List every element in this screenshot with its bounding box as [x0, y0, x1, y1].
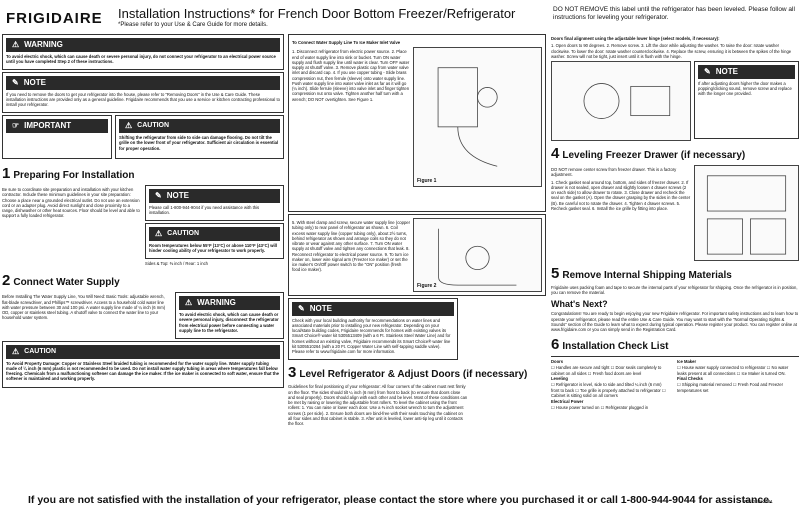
steps-5-9-box: 5. With steel clamp and screw, secure wa… [288, 214, 546, 296]
hinge-steps: 1. Open doors to 90 degrees. 2. Remove s… [551, 43, 792, 59]
warning-icon: ⚠ [12, 40, 20, 49]
page-subtitle: *Please refer to your Use & Care Guide f… [118, 22, 268, 28]
warning-label: WARNING [24, 40, 63, 49]
section-4-steps: 1. Check gasket seal around top, bottom,… [551, 179, 691, 211]
check-final-heading: Final Checks [677, 376, 703, 382]
water-connection-steps: 1. Disconnect refrigerator from electric… [292, 49, 410, 102]
warning-bar: ⚠ WARNING [6, 38, 280, 52]
section-2-body: Before Installing The Water Supply Line,… [2, 292, 284, 341]
note-box: ✎NOTE If you need to remove the doors to… [2, 72, 284, 114]
figure-2-label: Figure 2 [417, 283, 437, 289]
check-leveling-heading: Leveling [551, 376, 568, 382]
brand-logo: FRIGIDAIRE [6, 10, 103, 27]
water-connection-heading: To Connect Water Supply Line To Ice Make… [292, 40, 401, 45]
check-doors-items[interactable]: ☐ Handles are secure and tight ☐ Door se… [551, 364, 662, 376]
section-2-caution: ⚠CAUTION To Avoid Property Damage: Coppe… [2, 341, 284, 388]
caution-icon: ⚠ [125, 121, 133, 131]
hinge-illustration [583, 83, 671, 119]
footer-assistance-text: If you are not satisfied with the instal… [28, 494, 772, 506]
water-connection-box: To Connect Water Supply Line To Ice Make… [288, 34, 546, 212]
important-text [6, 133, 108, 155]
section-1-note: ✎NOTE Please call 1-800-944-9044 if you … [145, 185, 284, 222]
caution-icon: ⚠ [12, 347, 20, 357]
whats-next-text: Congratulations! You are ready to begin … [551, 311, 799, 333]
warning-box: ⚠ WARNING To avoid electric shock, which … [2, 34, 284, 71]
column-middle: To Connect Water Supply Line To Ice Make… [288, 34, 546, 488]
level-label-note: DO NOT REMOVE this label until the refri… [553, 6, 795, 22]
section-1-caution: ⚠CAUTION Room temperatures below 55°F (1… [145, 223, 284, 260]
note-text: If you need to remove the doors to get y… [6, 91, 280, 108]
section-1-text: Be sure to coordinate site preparation a… [2, 187, 140, 219]
caution-text: Shifting the refrigerator from side to s… [119, 135, 279, 151]
figure-2: Figure 2 [413, 218, 542, 292]
note-bar: ✎NOTE [6, 76, 280, 90]
check-final-items[interactable]: ☐ Shipping material removed ☐ Fresh Food… [677, 381, 783, 393]
valve-illustration [437, 67, 498, 167]
section-3-text: Guidelines for final positioning of your… [288, 384, 468, 427]
hinge-row: ✎NOTE If after adjusting doors higher th… [551, 61, 799, 141]
important-caution-row: ☞IMPORTANT ⚠CAUTION Shifting the refrige… [2, 115, 284, 161]
water-steps-continued: 5. With steel clamp and screw, secure wa… [292, 220, 411, 273]
page-title: Installation Instructions* for French Do… [118, 6, 516, 21]
important-bar: ☞IMPORTANT [6, 119, 108, 134]
section-4-body: DO NOT remove center screw from freezer … [551, 165, 799, 261]
section-5-text: Frigidaire uses packing foam and tape to… [551, 285, 798, 296]
section-4-note: DO NOT remove center screw from freezer … [551, 167, 677, 178]
check-electrical-heading: Electrical Power [551, 399, 584, 404]
hinge-note: ✎NOTE If after adjusting doors higher th… [694, 61, 799, 139]
section-2-text: Before Installing The Water Supply Line,… [2, 294, 166, 321]
figure-1-label: Figure 1 [417, 178, 437, 185]
check-doors-heading: Doors [551, 359, 564, 365]
drawer-figure [694, 165, 799, 261]
note-icon: ✎ [12, 78, 19, 88]
clearance-text: Sides & Top: ⅜ inch / Rear: 1 inch [145, 261, 209, 267]
note-icon: ✎ [298, 304, 305, 313]
drawer-illustration [706, 175, 787, 255]
caution-bar: ⚠CAUTION [119, 119, 280, 134]
whats-next-heading: What's Next? [551, 298, 608, 309]
warning-icon: ⚠ [185, 298, 193, 308]
important-icon: ☞ [12, 121, 20, 131]
important-box: ☞IMPORTANT [2, 115, 112, 160]
check-icemaker-heading: Ice Maker [677, 359, 697, 365]
note-icon: ✎ [704, 67, 711, 76]
caution-box: ⚠CAUTION Shifting the refrigerator from … [115, 115, 284, 160]
check-leveling-items[interactable]: ☐ Refrigerator is level, side to side an… [551, 381, 666, 399]
figure-1: Figure 1 [413, 47, 542, 188]
caution-icon: ⚠ [155, 229, 163, 239]
checklist: Doors ☐ Handles are secure and tight ☐ D… [551, 359, 799, 410]
section-1-body: Be sure to coordinate site preparation a… [2, 185, 284, 268]
column-right: Doors final alignment using the adjustab… [551, 34, 799, 488]
part-number: P/N 26262481 [744, 499, 773, 504]
water-kit-note: ✎NOTE Check with your local building aut… [288, 298, 458, 361]
check-electrical-items[interactable]: ☐ House power turned on ☐ Refrigerator p… [551, 404, 649, 410]
hinge-figure [551, 61, 691, 141]
water-line-illustration [438, 228, 517, 286]
section-2-warning: ⚠WARNING To avoid electric shock, which … [175, 292, 284, 340]
note-icon: ✎ [155, 191, 162, 201]
check-icemaker-items[interactable]: ☐ House water supply connected to refrig… [677, 364, 789, 376]
column-left: ⚠ WARNING To avoid electric shock, which … [2, 34, 284, 488]
hinge-heading: Doors final alignment using the adjustab… [551, 36, 720, 41]
warning-text: To avoid electric shock, which can cause… [6, 53, 276, 64]
